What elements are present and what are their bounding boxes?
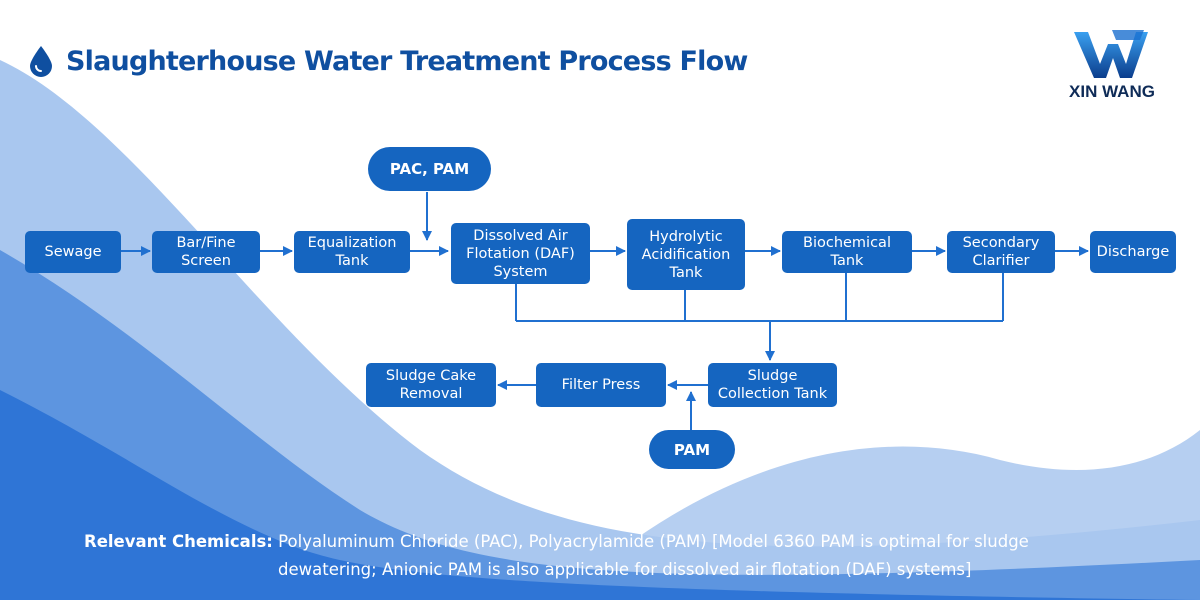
wave-light — [0, 60, 1200, 600]
node-daf-system: Dissolved Air Flotation (DAF) System — [451, 223, 590, 284]
xin-wang-logo: XIN WANG — [1052, 26, 1172, 106]
node-sewage: Sewage — [25, 231, 121, 273]
water-drop-icon — [30, 46, 52, 77]
node-pac-pam: PAC, PAM — [368, 147, 491, 191]
wave-mid — [0, 250, 1200, 600]
node-bar-fine-screen: Bar/Fine Screen — [152, 231, 260, 273]
node-filter-press: Filter Press — [536, 363, 666, 407]
node-discharge: Discharge — [1090, 231, 1176, 273]
node-hydrolytic-acidification-tank: Hydrolytic Acidification Tank — [627, 219, 745, 290]
header: Slaughterhouse Water Treatment Process F… — [28, 44, 748, 78]
chemicals-note: Relevant Chemicals: Polyaluminum Chlorid… — [0, 528, 1200, 584]
wave-dark — [0, 390, 1200, 600]
node-secondary-clarifier: Secondary Clarifier — [947, 231, 1055, 273]
w-logo-mark — [1074, 30, 1148, 78]
wave-light-right — [560, 430, 1200, 600]
chemicals-note-line-2: dewatering; Anionic PAM is also applicab… — [278, 560, 972, 579]
node-sludge-collection-tank: Sludge Collection Tank — [708, 363, 837, 407]
page-title: Slaughterhouse Water Treatment Process F… — [66, 45, 748, 77]
logo-text: XIN WANG — [1069, 82, 1155, 101]
chemicals-label: Relevant Chemicals: — [84, 532, 273, 551]
node-biochemical-tank: Biochemical Tank — [782, 231, 912, 273]
node-pam: PAM — [649, 430, 735, 469]
chemicals-note-line-1: Relevant Chemicals: Polyaluminum Chlorid… — [0, 528, 1200, 556]
node-equalization-tank: Equalization Tank — [294, 231, 410, 273]
chemicals-text-1: Polyaluminum Chloride (PAC), Polyacrylam… — [272, 532, 1029, 551]
node-sludge-cake-removal: Sludge Cake Removal — [366, 363, 496, 407]
